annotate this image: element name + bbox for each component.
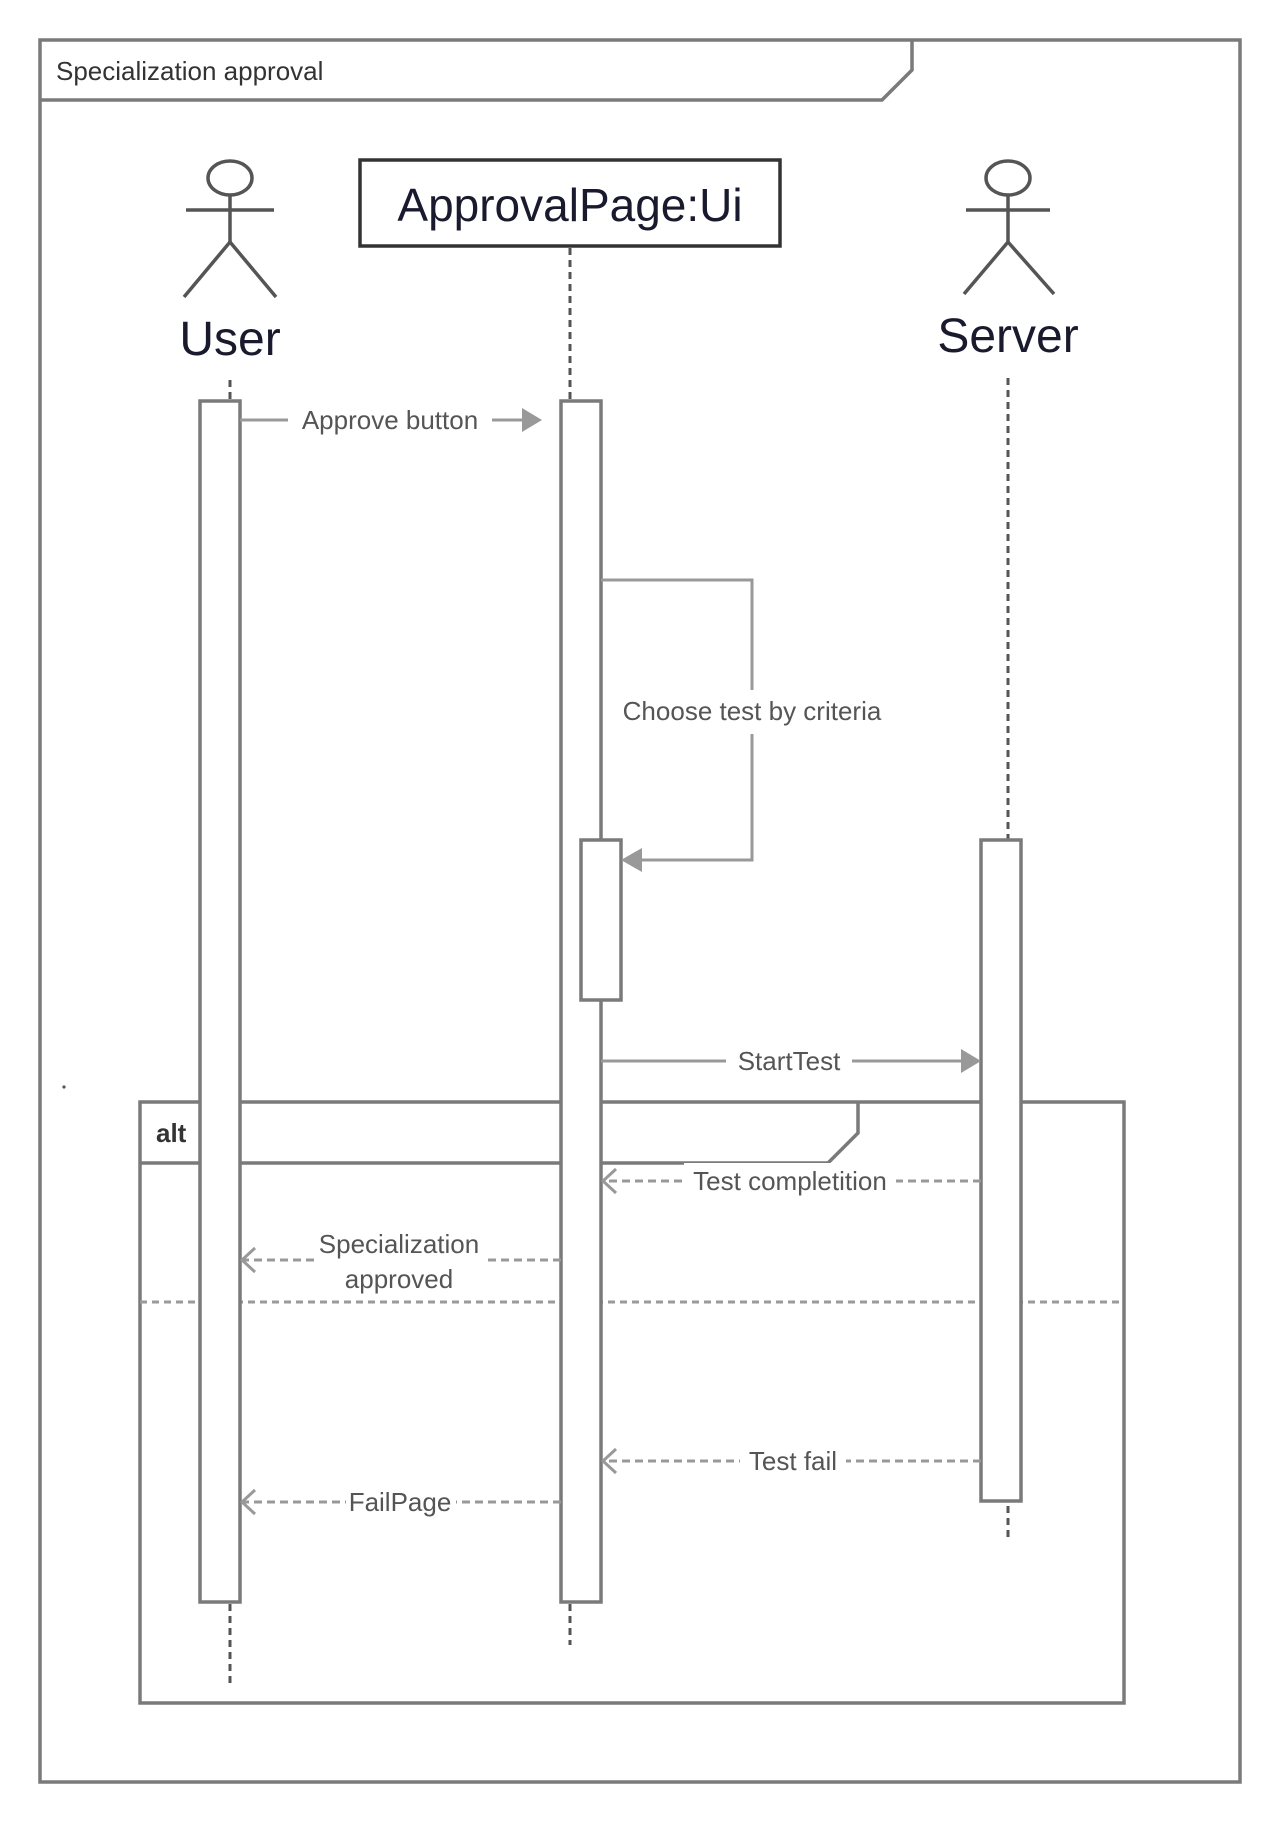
reply-specialization-approved: Specialization approved	[239, 1228, 561, 1296]
specialization-approved-line1: Specialization	[319, 1229, 479, 1259]
outer-frame: Specialization approval	[38, 38, 1242, 1784]
ui-nested-activation	[579, 838, 623, 1002]
frame-title: Specialization approval	[56, 56, 323, 86]
message-choose-test: Choose test by criteria	[601, 578, 892, 872]
failpage-label: FailPage	[349, 1487, 452, 1517]
test-completition-label: Test completition	[693, 1166, 887, 1196]
alt-operator: alt	[156, 1118, 187, 1148]
message-approve-button: Approve button	[240, 402, 542, 438]
start-test-label: StartTest	[738, 1046, 841, 1076]
reply-failpage: FailPage	[239, 1484, 561, 1520]
user-actor-icon	[182, 159, 278, 299]
approve-button-label: Approve button	[302, 405, 478, 435]
ui-object-box: ApprovalPage:Ui	[358, 158, 782, 248]
reply-test-completition: Test completition	[600, 1163, 981, 1199]
user-activation	[198, 399, 242, 1604]
reply-test-fail: Test fail	[600, 1443, 981, 1479]
stray-dot	[62, 1085, 66, 1089]
choose-test-label: Choose test by criteria	[623, 696, 882, 726]
user-label: User	[179, 313, 280, 366]
test-fail-label: Test fail	[749, 1446, 837, 1476]
server-activation	[979, 838, 1023, 1503]
ui-object-label: ApprovalPage:Ui	[397, 179, 742, 231]
server-actor-icon	[962, 159, 1056, 296]
server-label: Server	[937, 310, 1078, 363]
specialization-approved-line2: approved	[345, 1264, 453, 1294]
message-start-test: StartTest	[601, 1043, 981, 1079]
alt-fragment: alt	[138, 1100, 1126, 1705]
